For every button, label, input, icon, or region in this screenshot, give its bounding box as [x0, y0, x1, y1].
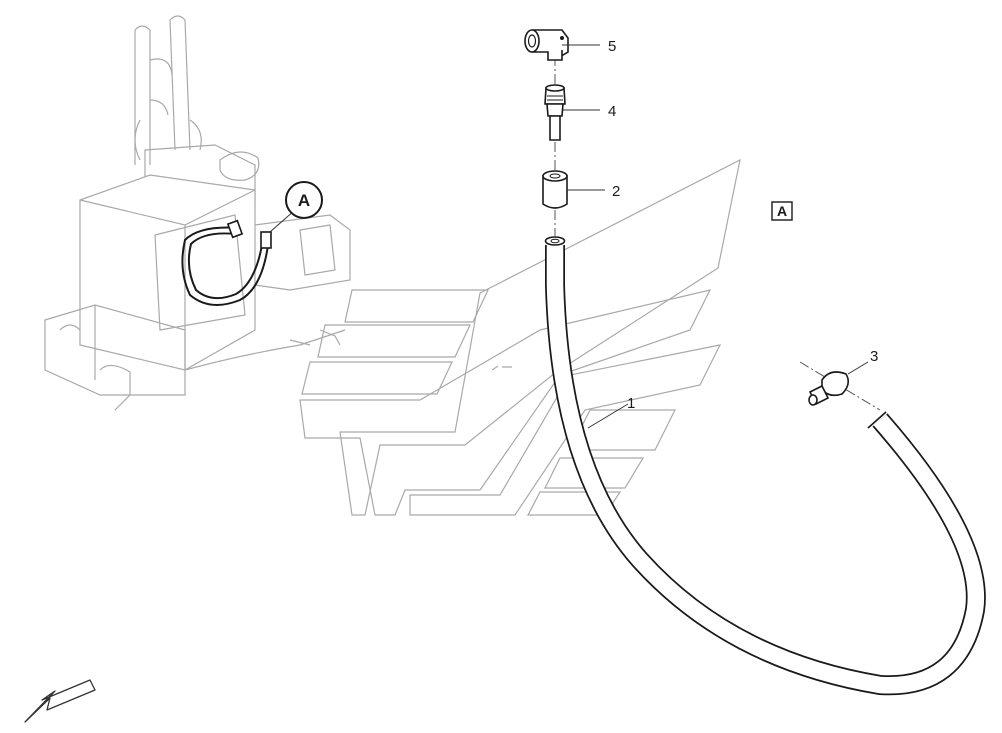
hose-clamp-part [799, 361, 881, 411]
callout-4-label: 4 [608, 103, 616, 120]
detail-view-box-label: A [771, 201, 793, 221]
background-logo-ghost [299, 158, 741, 516]
callout-3-leader [847, 361, 869, 375]
detail-view-callout-circle: A [285, 181, 323, 219]
callout-3-label: 3 [870, 348, 878, 365]
straight-adapter-part [544, 84, 566, 141]
callout-1-label: 1 [627, 395, 635, 412]
elbow-fitting-part [524, 29, 569, 61]
detail-view-circle-label: A [298, 191, 310, 210]
sleeve-part [542, 170, 568, 209]
hose-part [544, 236, 986, 696]
callout-1-leader [587, 403, 629, 429]
machine-assembly-ghost [44, 15, 351, 411]
detail-view-box-text: A [777, 203, 787, 219]
callout-5-label: 5 [608, 38, 616, 55]
arrow-down-left-icon [24, 679, 96, 723]
callout-2-label: 2 [612, 183, 620, 200]
